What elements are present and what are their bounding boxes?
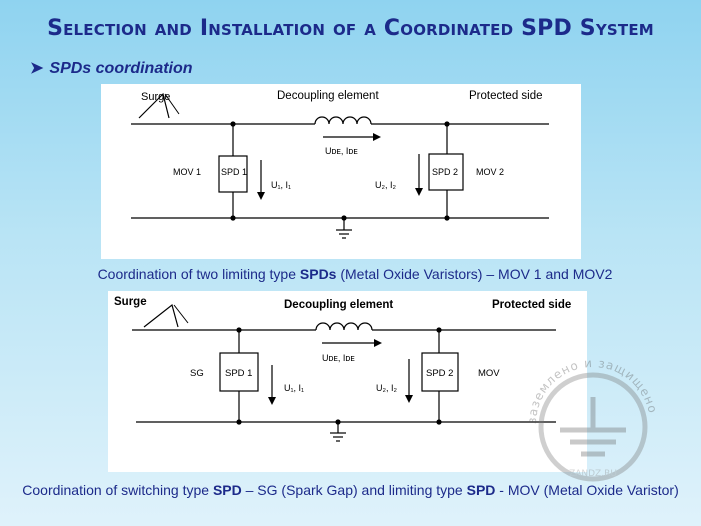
u1-arrowhead-icon xyxy=(268,397,276,405)
caption-1-text: Coordination of two limiting type xyxy=(97,266,300,282)
surge-wave-icon xyxy=(138,92,170,119)
diagram-sg-mov: Surge Decoupling element Protected side … xyxy=(108,291,587,472)
watermark-site: ZANDZ.RU xyxy=(569,469,617,479)
spd2-label: SPD 2 xyxy=(426,368,453,379)
caption-2-text: – SG (Spark Gap) and limiting type xyxy=(241,482,467,498)
ude-label: Uᴅᴇ, Iᴅᴇ xyxy=(325,146,358,156)
watermark-logo: заземлено и защищено ZANDZ.RU xyxy=(525,356,659,482)
caption-2-bold: SPD xyxy=(466,482,496,498)
caption-2-text: - MOV (Metal Oxide Varistor) xyxy=(495,482,679,498)
u2-label: U₂, I₂ xyxy=(375,180,396,190)
caption-2-bold: SPD xyxy=(212,482,242,498)
u1-label: U₁, I₁ xyxy=(284,383,304,393)
caption-1: Coordination of two limiting type SPDs (… xyxy=(40,266,670,282)
sg-label: SG xyxy=(190,368,204,379)
surge-label: Surge xyxy=(114,296,147,308)
ude-label: Uᴅᴇ, Iᴅᴇ xyxy=(322,353,355,363)
bullet-arrow-icon: ➤ xyxy=(30,60,44,77)
inductor-coil xyxy=(315,322,373,331)
caption-1-text: (Metal Oxide Varistors) – MOV 1 and MOV2 xyxy=(336,266,613,282)
caption-1-bold: SPDs xyxy=(299,266,337,282)
ground-icon xyxy=(336,229,352,239)
u1-label: U₁, I₁ xyxy=(271,180,291,190)
u1-arrowhead-icon xyxy=(257,192,265,200)
decoupling-label: Decoupling element xyxy=(277,90,379,102)
spd2-label: SPD 2 xyxy=(432,167,458,177)
surge-arrow-line xyxy=(164,93,180,115)
bullet-text: SPDs coordination xyxy=(49,60,193,77)
surge-wave-icon xyxy=(143,303,179,328)
caption-2: Coordination of switching type SPD – SG … xyxy=(10,482,691,499)
mov1-label: MOV 1 xyxy=(173,167,201,177)
spd2-box xyxy=(421,352,459,392)
ude-arrowhead-icon xyxy=(374,339,382,347)
caption-2-text: Coordination of switching type xyxy=(22,482,213,498)
spd1-label: SPD 1 xyxy=(225,368,252,379)
bullet-heading: ➤ SPDs coordination xyxy=(30,58,193,78)
u2-label: U₂, I₂ xyxy=(376,383,397,393)
mov2-label: MOV 2 xyxy=(476,167,504,177)
mov-label: MOV xyxy=(478,368,500,379)
protected-side-label: Protected side xyxy=(492,299,571,311)
spd1-label: SPD 1 xyxy=(221,167,247,177)
surge-label: Surge xyxy=(141,91,170,103)
u2-arrowhead-icon xyxy=(415,188,423,196)
diagram-mov-mov: Surge Decoupling element Protected side … xyxy=(101,84,581,259)
ude-arrowhead-icon xyxy=(373,133,381,141)
spd1-box xyxy=(218,155,248,193)
decoupling-label: Decoupling element xyxy=(284,299,393,311)
page-title: Selection and Installation of a Coordina… xyxy=(47,16,654,41)
ground-icon xyxy=(330,432,346,442)
inductor-coil xyxy=(314,116,372,125)
spd2-box xyxy=(428,153,464,191)
u2-arrowhead-icon xyxy=(405,395,413,403)
ground-symbol-icon xyxy=(560,397,626,457)
surge-arrow-line xyxy=(173,304,189,324)
protected-side-label: Protected side xyxy=(469,90,543,102)
